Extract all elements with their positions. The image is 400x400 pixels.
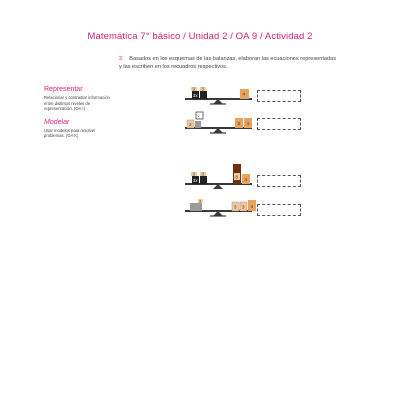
weight-block <box>192 91 199 99</box>
block-label: 3 <box>242 205 245 210</box>
section-desc-representar: Relacionar y contrastar información entr… <box>44 95 110 112</box>
small-block <box>191 87 197 91</box>
balance-scale-2-drawing: 2 x 3 4 <box>185 111 252 134</box>
equation-answer-box-3[interactable] <box>257 175 301 193</box>
equation-answer-box-1[interactable] <box>257 90 301 108</box>
weight-block <box>190 203 202 211</box>
balance-scale-1: 3 3 3x 4 <box>180 82 301 112</box>
block-label: 3 <box>202 172 205 177</box>
small-block <box>200 87 206 91</box>
block-label: 3 <box>202 87 205 92</box>
small-block <box>200 172 206 176</box>
block-label: 8 <box>236 175 239 180</box>
weight-block <box>192 176 199 184</box>
skills-sidebar: Representar Relacionar y contrastar info… <box>44 86 112 146</box>
instruction-number: 2. <box>119 56 124 62</box>
block-label: 3 <box>238 121 241 126</box>
weight-block <box>248 200 256 211</box>
equation-input-1[interactable] <box>258 98 300 108</box>
weight-block <box>195 121 201 128</box>
block-label: 4 <box>247 121 250 126</box>
instruction-text: Basados en los esquemas de las balanzas,… <box>119 56 337 70</box>
equation-answer-box-2[interactable] <box>257 118 301 136</box>
block-label: 4 <box>243 92 246 97</box>
block-label: 3 <box>199 199 202 204</box>
balance-scale-1-drawing: 3 3 3x 4 <box>185 87 252 105</box>
page-title: Matemática 7° básico / Unidad 2 / OA 9 /… <box>87 31 313 42</box>
block-label: 2 <box>189 122 192 127</box>
weight-block <box>200 176 207 184</box>
equation-answer-box-4[interactable] <box>257 204 301 222</box>
weight-block <box>244 118 252 128</box>
weight-block <box>239 201 248 212</box>
section-desc-modelar: Usar modelos para resolver problemas. (O… <box>44 127 96 139</box>
balance-scale-2: 2 x 3 4 <box>180 108 301 138</box>
block-label: 3x <box>193 178 198 183</box>
instruction-text-block: 2. Basados en los esquemas de las balanz… <box>119 56 339 72</box>
balance-scale-4: 3 3 3 4 <box>180 190 301 222</box>
unknown-box <box>195 111 204 120</box>
section-title-representar: Representar <box>44 86 83 93</box>
weight-block <box>200 91 207 99</box>
weight-block <box>235 118 243 128</box>
balance-scale-4-drawing: 3 3 3 4 <box>185 199 256 217</box>
block-label: 4 <box>251 204 254 209</box>
weight-block <box>231 201 240 212</box>
block-label: 3 <box>193 172 196 177</box>
small-block <box>191 172 197 176</box>
block-label: 3x <box>193 93 198 98</box>
balance-scale-3: 3 3 3x 8 4 <box>180 160 301 193</box>
block-label: 4 <box>245 177 248 182</box>
small-block <box>234 173 240 180</box>
weight-block <box>242 174 250 184</box>
block-label: 3 <box>234 205 237 210</box>
section-title-modelar: Modelar <box>44 118 70 126</box>
block-label: x <box>198 114 200 119</box>
weight-block <box>240 89 249 99</box>
small-block <box>198 199 203 203</box>
block-label: 3 <box>193 87 196 92</box>
balance-scale-3-drawing: 3 3 3x 8 4 <box>185 164 252 189</box>
equation-input-2[interactable] <box>258 126 300 136</box>
equation-input-4[interactable] <box>258 212 300 222</box>
weight-block <box>186 119 195 129</box>
equation-input-3[interactable] <box>258 183 300 193</box>
